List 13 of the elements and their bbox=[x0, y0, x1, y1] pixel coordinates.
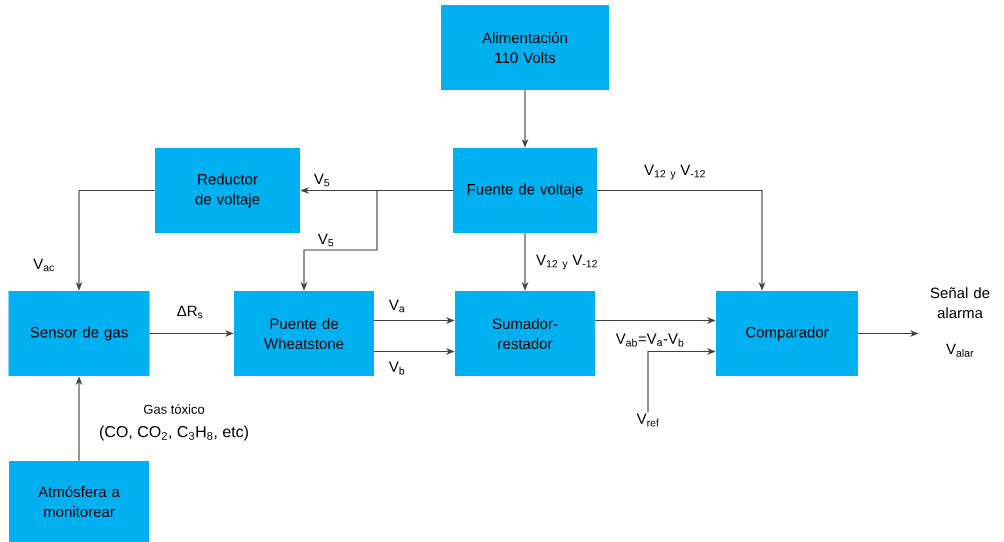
process-box: Fuente de voltaje bbox=[453, 148, 597, 233]
edge-label: V$_{ab}$=V$_{a}$-V$_{b}$ bbox=[614, 332, 686, 348]
process-box: Sumador-restador bbox=[455, 291, 595, 376]
process-box: Reductor de voltaje bbox=[155, 148, 300, 233]
process-box: Puente de Wheatstone bbox=[234, 291, 374, 376]
process-box: Alimentación 110 Volts bbox=[441, 5, 609, 90]
process-box: Comparador bbox=[716, 291, 858, 376]
process-box: Atmósfera a monitorear bbox=[9, 461, 149, 542]
signal-label: V$_{ref}$ bbox=[636, 413, 659, 427]
signal-label: (CO, CO$_{2}$, C$_{3}$H$_{8}$, etc) bbox=[100, 425, 248, 441]
process-box: Sensor de gas bbox=[8, 291, 150, 376]
edge-label: Gas tóxico bbox=[142, 403, 206, 415]
signal-label: Señal de alarma V$_{alar}$ bbox=[930, 287, 990, 357]
